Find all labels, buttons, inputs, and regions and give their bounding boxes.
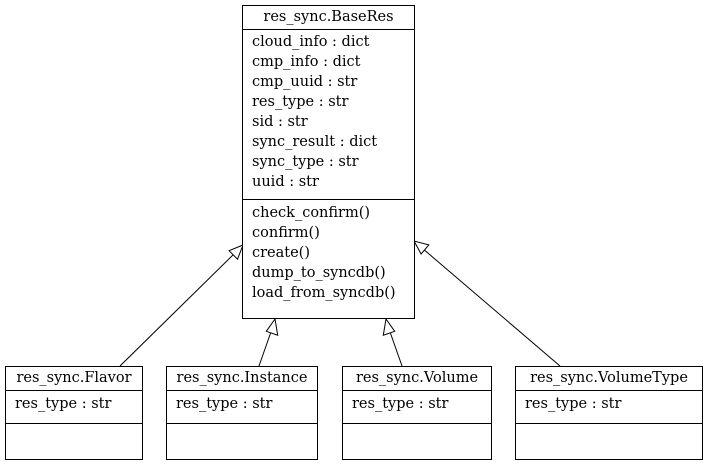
attribute-sync-result: sync_result : dict	[252, 134, 378, 150]
inheritance-edge-volume	[388, 328, 403, 367]
attribute-res-type: res_type : str	[525, 396, 622, 412]
method-check-confirm: check_confirm()	[252, 205, 371, 221]
method-confirm: confirm()	[252, 225, 320, 241]
attribute-cmp-uuid: cmp_uuid : str	[252, 74, 358, 90]
inheritance-edge-volumetype	[421, 247, 561, 367]
class-box-instance: res_sync.Instance res_type : str	[166, 366, 318, 460]
class-box-volumetype: res_sync.VolumeType res_type : str	[515, 366, 703, 460]
attribute-sync-type: sync_type : str	[252, 154, 359, 170]
class-methods-instance	[167, 423, 317, 424]
class-methods-volumetype	[516, 423, 702, 424]
class-name-volumetype: res_sync.VolumeType	[530, 370, 688, 386]
class-name-flavor: res_sync.Flavor	[16, 370, 132, 386]
attribute-res-type: res_type : str	[176, 396, 273, 412]
attribute-res-type: res_type : str	[352, 396, 449, 412]
class-attributes-baseres: cloud_info : dict cmp_info : dict cmp_uu…	[243, 29, 414, 199]
inheritance-arrowhead-flavor	[228, 244, 244, 261]
inheritance-arrowhead-volume	[382, 317, 396, 336]
class-box-baseres: res_sync.BaseRes cloud_info : dict cmp_i…	[242, 5, 415, 319]
method-load-from-syncdb: load_from_syncdb()	[252, 285, 396, 301]
attribute-uuid: uuid : str	[252, 174, 319, 190]
class-name-instance: res_sync.Instance	[176, 370, 308, 386]
attribute-res-type: res_type : str	[252, 94, 349, 110]
inheritance-arrowhead-instance	[265, 317, 279, 336]
inheritance-edge-flavor	[119, 251, 237, 367]
class-attributes-volumetype: res_type : str	[516, 390, 702, 423]
class-attributes-instance: res_type : str	[167, 390, 317, 423]
inheritance-edge-instance	[258, 328, 273, 367]
class-box-flavor: res_sync.Flavor res_type : str	[5, 366, 143, 460]
method-create: create()	[252, 245, 310, 261]
class-name-volume: res_sync.Volume	[355, 370, 479, 386]
class-name-baseres: res_sync.BaseRes	[263, 9, 394, 25]
attribute-res-type: res_type : str	[15, 396, 112, 412]
class-attributes-volume: res_type : str	[343, 390, 491, 423]
method-dump-to-syncdb: dump_to_syncdb()	[252, 265, 386, 281]
class-methods-flavor	[6, 423, 142, 424]
attribute-sid: sid : str	[252, 114, 308, 130]
class-methods-baseres: check_confirm() confirm() create() dump_…	[243, 199, 414, 306]
attribute-cloud-info: cloud_info : dict	[252, 34, 370, 50]
class-methods-volume	[343, 423, 491, 424]
attribute-cmp-info: cmp_info : dict	[252, 54, 361, 70]
class-attributes-flavor: res_type : str	[6, 390, 142, 423]
class-box-volume: res_sync.Volume res_type : str	[342, 366, 492, 460]
inheritance-arrowhead-volumetype	[413, 240, 430, 255]
